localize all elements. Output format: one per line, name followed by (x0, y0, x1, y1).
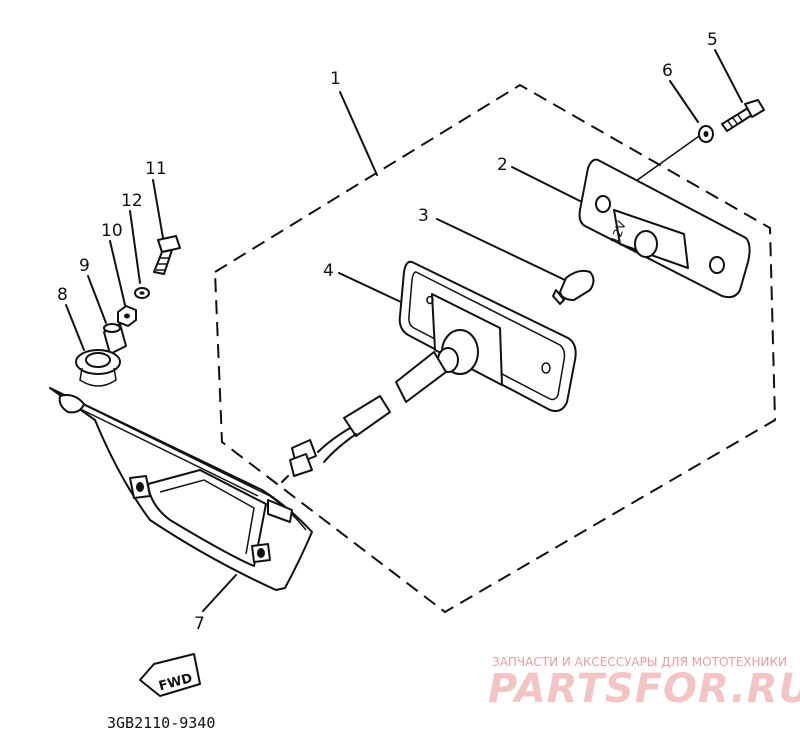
nut-part-10 (117, 305, 137, 327)
bolt-part-11 (153, 235, 181, 275)
callout-7: 7 (194, 614, 205, 634)
wiring-harness (281, 351, 447, 483)
bulb-part-3 (552, 269, 595, 305)
callout-10: 10 (101, 221, 123, 241)
callout-11: 11 (145, 159, 167, 179)
callout-5: 5 (707, 30, 718, 50)
callout-9: 9 (79, 256, 90, 276)
lamp-housing-part-4 (398, 260, 577, 412)
washer-part-6 (698, 125, 714, 143)
assembly-boundary (213, 83, 777, 614)
callout-2: 2 (497, 155, 508, 175)
watermark-tagline: ЗАПЧАСТИ И АКСЕССУАРЫ ДЛЯ МОТОТЕХНИКИ (492, 655, 787, 669)
callout-8: 8 (57, 285, 68, 305)
grommet-part-8 (75, 349, 121, 387)
callout-6: 6 (662, 61, 673, 81)
callout-1: 1 (330, 69, 341, 89)
forward-direction-arrow: FWD (139, 653, 201, 697)
plate-bracket-part-7 (49, 387, 313, 591)
screw-part-5 (721, 99, 765, 132)
watermark: ЗАПЧАСТИ И АКСЕССУАРЫ ДЛЯ МОТОТЕХНИКИ PA… (488, 655, 800, 712)
collar-part-9 (103, 323, 127, 355)
callout-3: 3 (418, 206, 429, 226)
diagram-part-number: 3GB2110-9340 (107, 714, 215, 732)
bracket-part-2: 12V (578, 158, 751, 299)
washer-part-12 (134, 287, 150, 299)
callout-12: 12 (121, 191, 143, 211)
callout-4: 4 (323, 261, 334, 281)
watermark-brand: PARTSFOR.RU (488, 666, 800, 712)
